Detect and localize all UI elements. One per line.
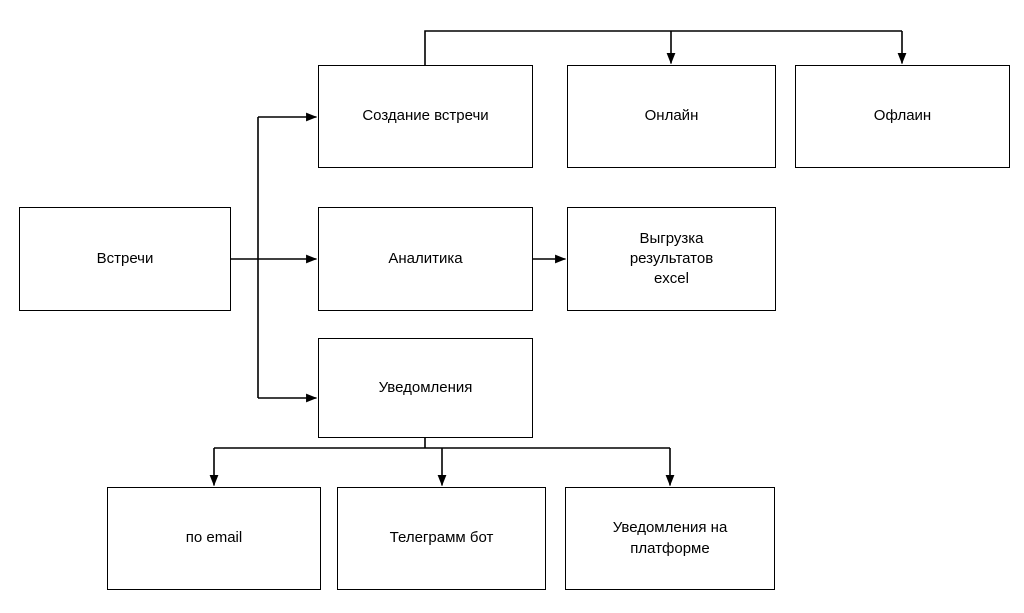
node-email-notification: по email [107, 487, 321, 590]
edge-create-top-rail [424, 30, 902, 65]
edge-notifications-bottom-rail [214, 438, 670, 449]
node-telegram-bot: Телеграмм бот [337, 487, 546, 590]
node-excel-export: Выгрузка результатов excel [567, 207, 776, 311]
node-create-meeting: Создание встречи [318, 65, 533, 168]
node-offline: Офлаин [795, 65, 1010, 168]
node-notifications: Уведомления [318, 338, 533, 438]
node-meetings: Встречи [19, 207, 231, 311]
node-online: Онлайн [567, 65, 776, 168]
node-analytics: Аналитика [318, 207, 533, 311]
node-platform-notifications: Уведомления на платформе [565, 487, 775, 590]
